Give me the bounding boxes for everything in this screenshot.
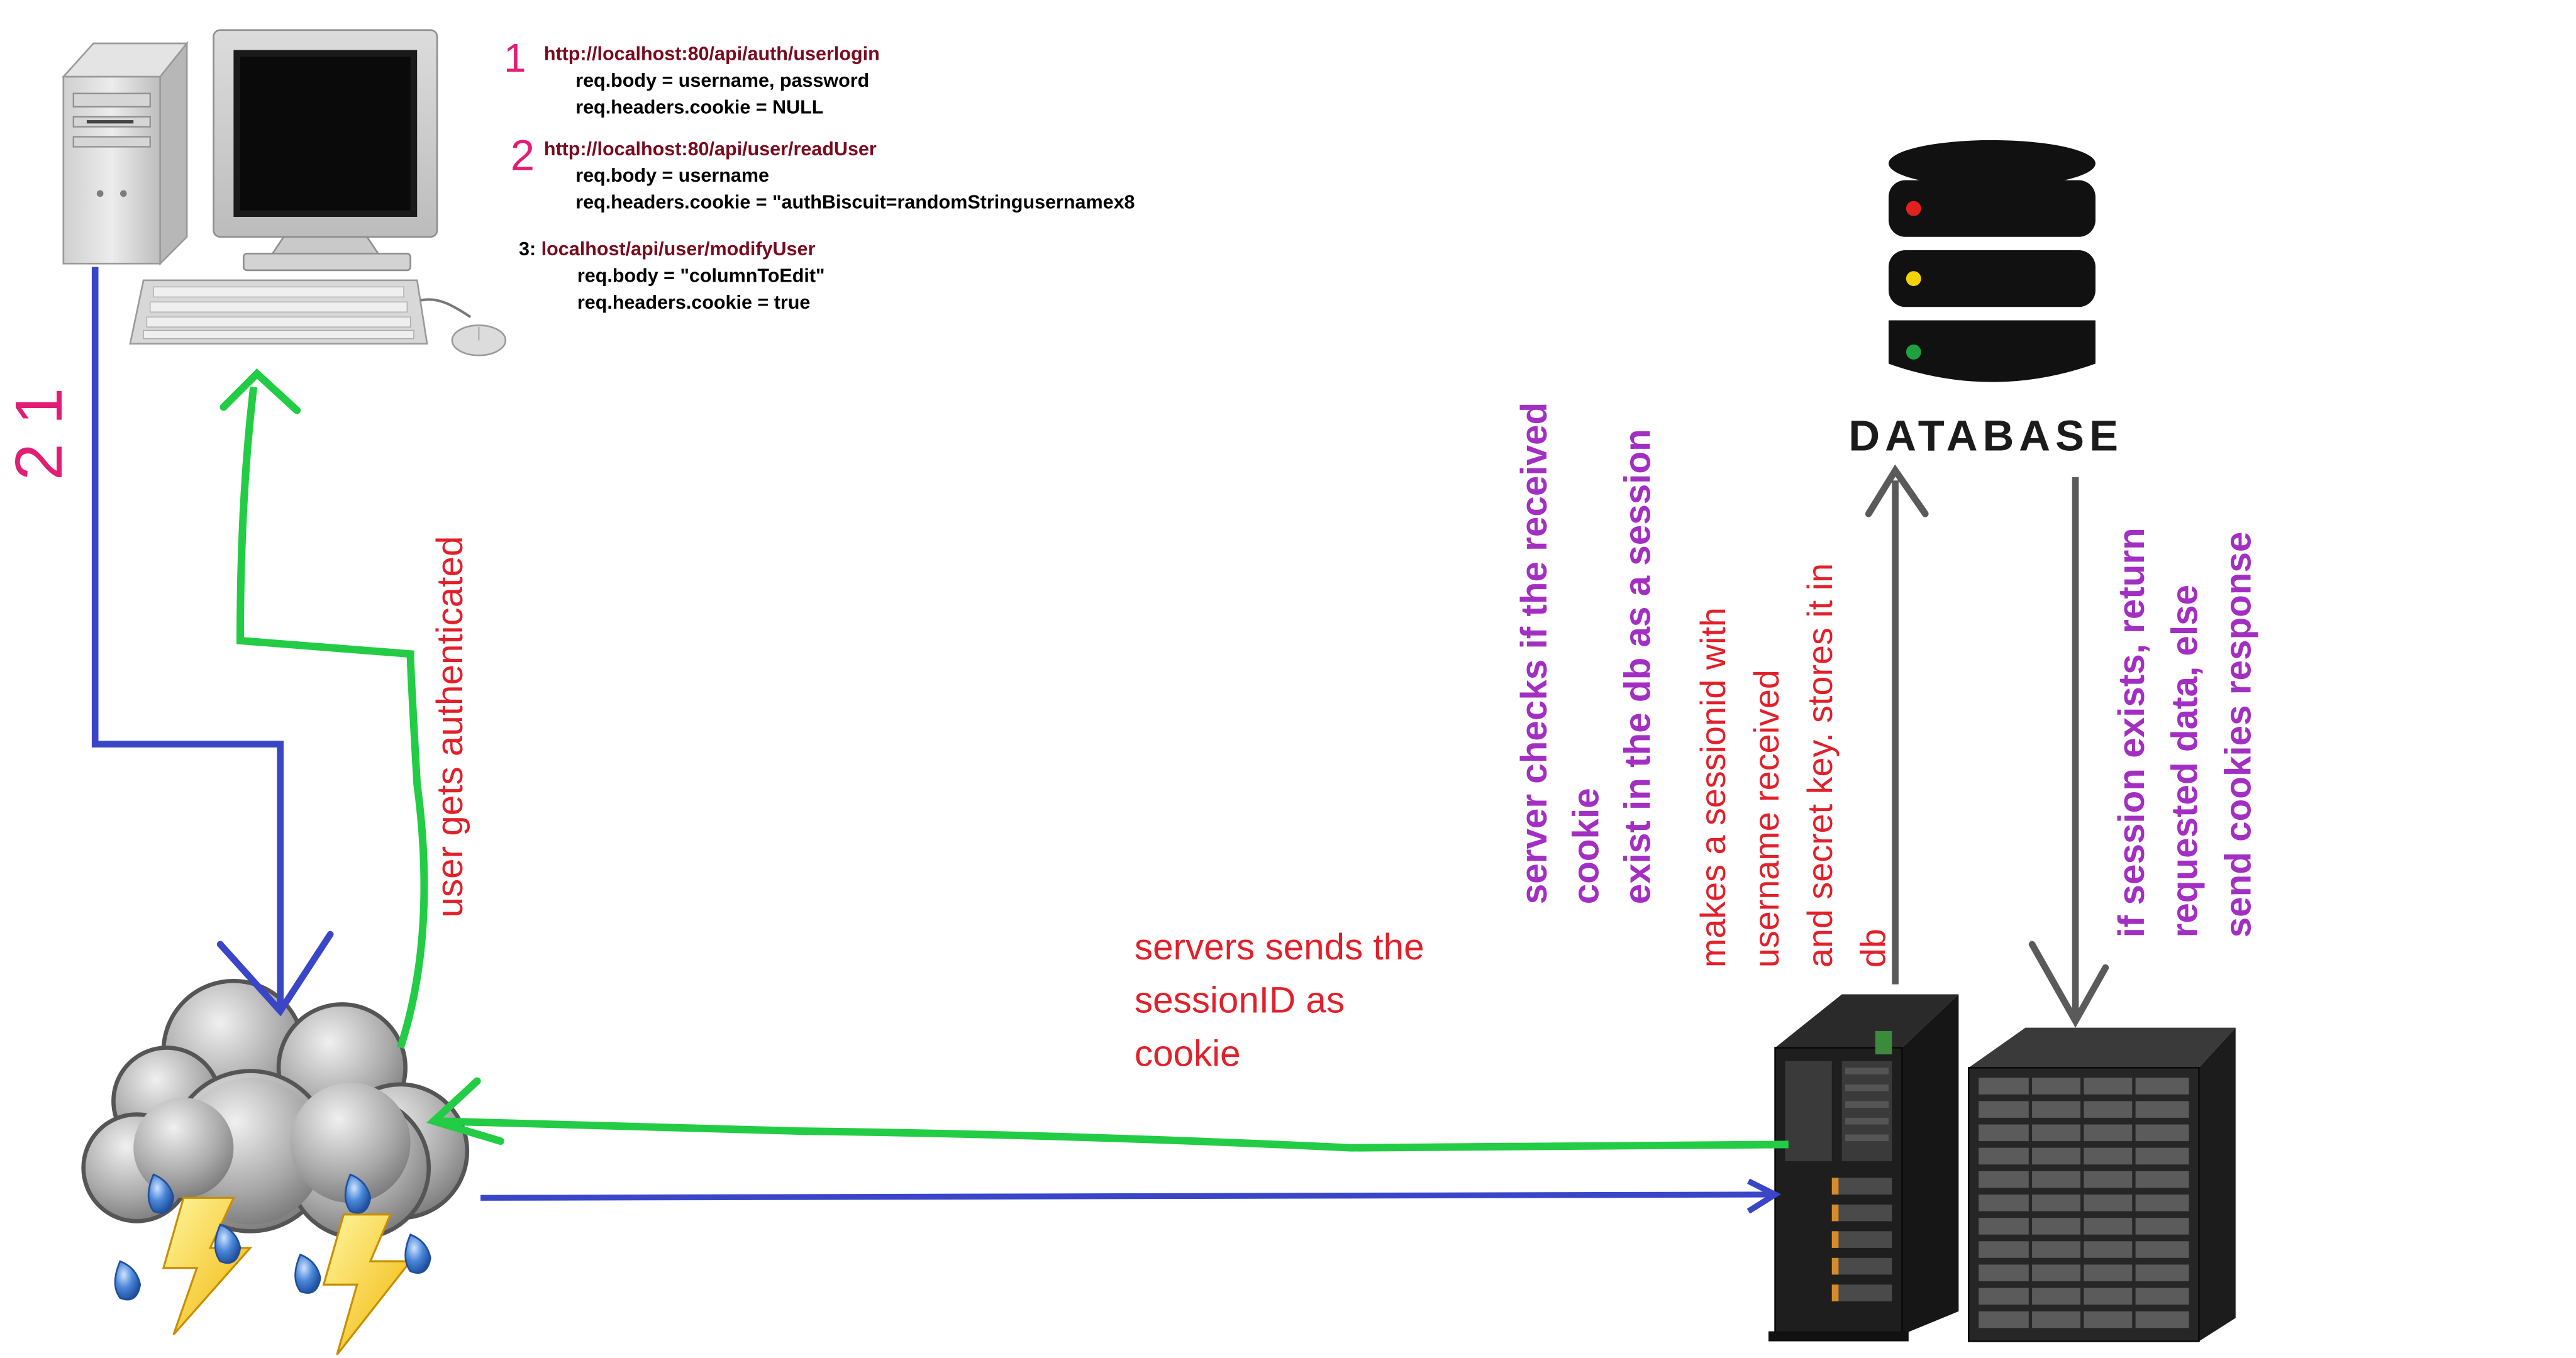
request-3-body: req.body = "columnToEdit" (577, 267, 825, 287)
request-3: 3: localhost/api/user/modifyUser req.bod… (519, 237, 824, 317)
request-3-url: localhost/api/user/modifyUser (541, 240, 816, 260)
desktop-computer-icon (61, 29, 507, 356)
green-line-server-to-cloud (436, 1117, 1789, 1152)
database-icon (1888, 140, 2096, 382)
label-makes-sessionid: makes a sessionid with username received… (1695, 563, 1894, 968)
server-rack-icon (1768, 994, 2236, 1342)
request-2: http://localhost:80/api/user/readUser re… (544, 137, 1135, 217)
grey-arrowhead-down (2028, 941, 2109, 1028)
label-user-authenticated: user gets authenticated (428, 536, 471, 918)
request-1-url: http://localhost:80/api/auth/userlogin (543, 45, 880, 65)
request-2-body: req.body = username (575, 167, 769, 187)
request-1-number: 1 (504, 36, 526, 82)
left-handwritten-mark: 2 1 (3, 387, 77, 481)
storm-cloud-icon (81, 978, 470, 1355)
grey-arrowhead-up (1865, 464, 1929, 517)
blue-arrowhead-right (1746, 1178, 1782, 1214)
request-2-cookie: req.headers.cookie = "authBiscuit=random… (575, 193, 1135, 214)
request-1: http://localhost:80/api/auth/userlogin r… (544, 41, 880, 121)
request-1-body: req.body = username, password (575, 72, 870, 92)
request-2-number: 2 (510, 130, 535, 180)
label-server-sends-cookie: servers sends the sessionID as cookie (1134, 925, 1424, 1074)
blue-line-computer-to-cloud (91, 267, 284, 1008)
request-2-url: http://localhost:80/api/user/readUser (543, 140, 877, 160)
green-line-cloud-to-computer (236, 386, 428, 1049)
green-arrowhead-up (219, 368, 301, 414)
green-arrowhead-left (426, 1077, 504, 1145)
request-3-cookie: req.headers.cookie = true (577, 294, 811, 314)
request-1-cookie: req.headers.cookie = NULL (575, 98, 824, 119)
blue-arrowhead-down (216, 930, 334, 1017)
request-3-number: 3: (519, 240, 536, 260)
blue-line-cloud-to-server (480, 1191, 1772, 1201)
label-if-session-exists: if session exists, return requested data… (2110, 527, 2259, 938)
label-server-checks-cookie: server checks if the received cookie exi… (1513, 402, 1658, 905)
database-label: DATABASE (1848, 410, 2123, 461)
